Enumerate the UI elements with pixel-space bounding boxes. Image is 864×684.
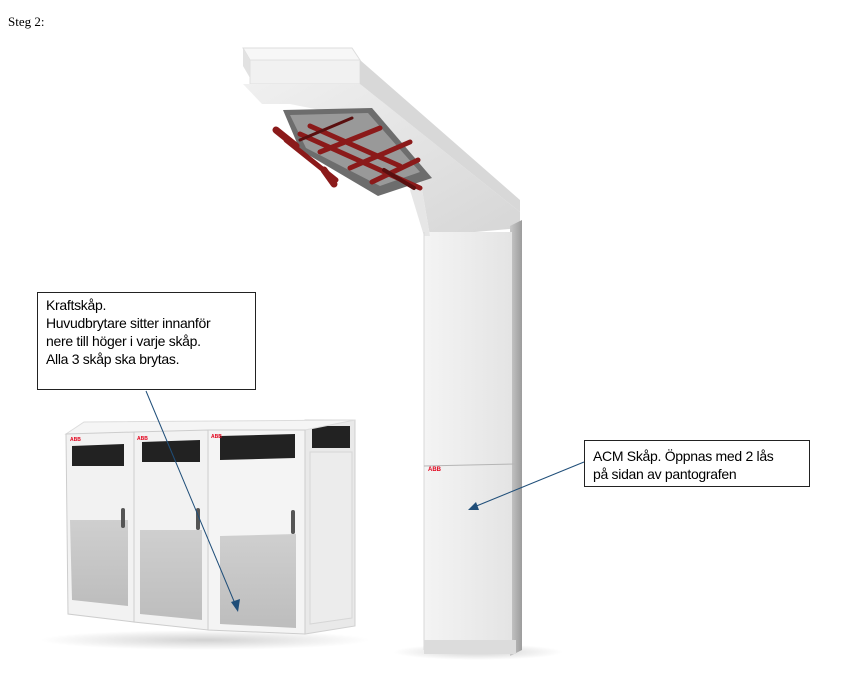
acm-cabinet-logo: ABB — [428, 467, 442, 473]
power-cabinet-arrowhead — [231, 599, 240, 612]
column-front — [424, 232, 512, 650]
beam-top-edge — [243, 48, 250, 78]
beam-body — [243, 84, 520, 236]
cabinet-1-vent — [72, 444, 124, 466]
cabinet-group-side-vent — [312, 426, 350, 448]
beam-right-face — [360, 60, 520, 212]
cabinet-3-vent — [220, 434, 295, 460]
cabinet-1-logo: ABB — [70, 437, 81, 443]
callout-line: Alla 3 skåp ska brytas. — [46, 351, 180, 367]
acm-cabinet-callout: ACM Skåp. Öppnas med 2 lås på sidan av p… — [584, 440, 810, 487]
cabinet-2-logo: ABB — [137, 436, 148, 442]
callout-arrows — [145, 390, 585, 612]
acm-cabinet-arrowhead — [468, 502, 479, 510]
power-cabinet-3: ABB — [207, 429, 306, 635]
callout-line: på sidan av pantografen — [593, 466, 737, 482]
power-cabinets: ABB ABB ABB — [64, 419, 356, 635]
beam-top — [242, 47, 361, 61]
step-label: Steg 2: — [8, 14, 45, 29]
cabinet-1-panel — [70, 520, 128, 606]
power-cabinet-callout: Kraftskåp. Huvudbrytare sitter innanför … — [37, 292, 256, 390]
cabinet-3-logo: ABB — [211, 434, 222, 440]
cabinet-2-panel — [140, 530, 202, 620]
cabinet-shadow — [40, 630, 370, 650]
cabinet-3-handle — [291, 510, 295, 534]
beam-cap-front — [249, 59, 361, 85]
callout-line: Kraftskåp. — [46, 297, 107, 313]
acm-cabinet-seam — [423, 463, 517, 467]
callout-line: ACM Skåp. Öppnas med 2 lås — [593, 448, 774, 464]
pantograph — [272, 116, 423, 191]
cabinet-1-handle — [121, 508, 125, 528]
column-side — [510, 220, 522, 656]
power-cabinet-1: ABB — [65, 431, 135, 623]
callout-line: nere till höger i varje skåp. — [46, 333, 201, 349]
power-cabinet-2: ABB — [133, 429, 209, 631]
cabinet-3-panel — [220, 534, 296, 628]
column-curve — [410, 178, 430, 236]
power-cabinet-arrow — [145, 390, 237, 607]
callout-line: Huvudbrytare sitter innanför — [46, 315, 211, 331]
column-base — [424, 640, 516, 654]
acm-cabinet-arrow — [473, 461, 585, 508]
